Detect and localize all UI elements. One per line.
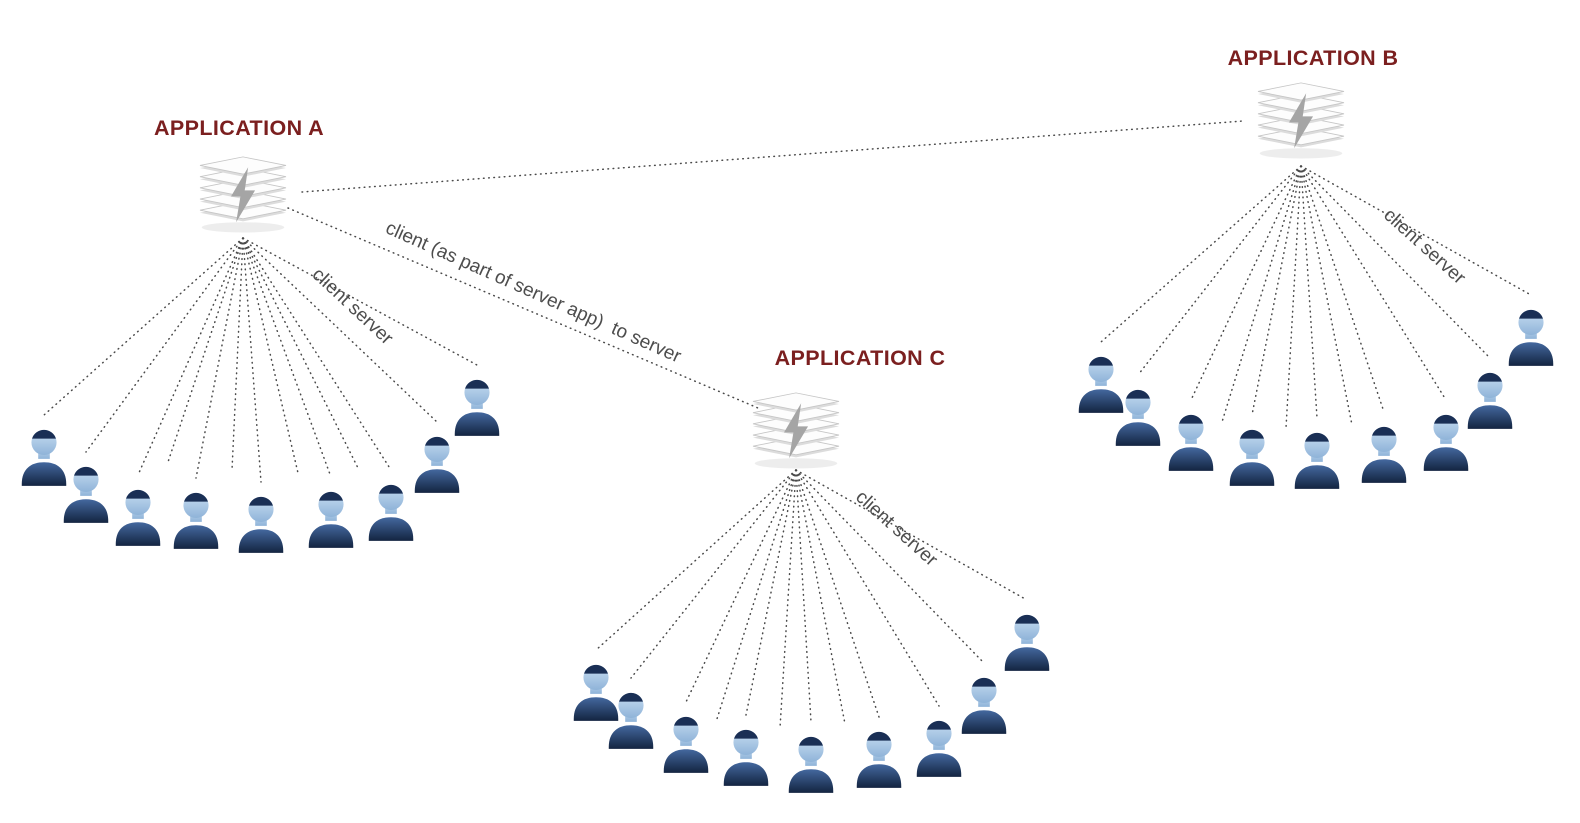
fan-line — [242, 237, 392, 471]
client-user-icon — [454, 379, 500, 436]
client-user-icon — [663, 716, 709, 773]
client-user-icon — [1423, 414, 1469, 471]
fan-line — [795, 469, 985, 664]
fan-line — [242, 237, 332, 478]
client-user-icon — [788, 736, 834, 793]
client-user-icon — [1467, 372, 1513, 429]
fan-line — [745, 469, 797, 716]
client-user-icon — [1294, 432, 1340, 489]
client-user-icon — [21, 429, 67, 486]
fan-line — [1300, 165, 1385, 413]
client-user-icon — [238, 496, 284, 553]
fan-line — [630, 469, 797, 679]
connection-a-b-line — [301, 120, 1244, 193]
fan-line — [242, 237, 299, 474]
fan-line — [685, 469, 797, 703]
server-stack-icon-app-c — [752, 392, 840, 469]
client-user-icon — [1078, 356, 1124, 413]
fan-line — [779, 469, 797, 729]
fan-line — [1300, 165, 1318, 419]
fan-line — [1300, 165, 1447, 401]
client-user-icon — [173, 492, 219, 549]
fan-line — [1285, 165, 1302, 429]
client-user-icon — [414, 436, 460, 493]
client-user-icon — [1168, 414, 1214, 471]
app-c-title: APPLICATION C — [774, 346, 946, 370]
app-a-title: APPLICATION A — [153, 116, 325, 140]
icons-layer — [21, 82, 1554, 793]
client-user-icon — [961, 677, 1007, 734]
fan-line — [1221, 165, 1302, 423]
fan-line — [795, 469, 940, 707]
fan-line — [1137, 165, 1302, 376]
fan-line — [795, 469, 812, 723]
fan-line — [1190, 165, 1302, 401]
fan-line — [242, 237, 359, 469]
client-user-icon — [115, 489, 161, 546]
client-user-icon — [1115, 389, 1161, 446]
fan-line — [1251, 165, 1302, 416]
app-b-title: APPLICATION B — [1227, 46, 1399, 70]
fan-line — [1300, 165, 1491, 359]
fan-line — [1100, 165, 1302, 343]
fan-line — [195, 237, 244, 479]
client-user-icon — [1229, 429, 1275, 486]
fan-line — [242, 237, 262, 483]
fan-line — [242, 237, 438, 423]
fan-line — [167, 237, 244, 463]
fan-line — [85, 237, 244, 453]
fan-line — [795, 469, 846, 725]
client-user-icon — [308, 491, 354, 548]
connection-a-c-line — [287, 207, 759, 409]
fan-lines-layer — [43, 165, 1532, 729]
client-user-icon — [1004, 614, 1050, 671]
fan-line — [715, 469, 797, 723]
fan-line — [595, 469, 797, 651]
fan-line — [795, 469, 880, 718]
client-user-icon — [1361, 426, 1407, 483]
client-user-icon — [1508, 309, 1554, 366]
client-user-icon — [573, 664, 619, 721]
client-user-icon — [368, 484, 414, 541]
server-stack-icon-app-b — [1257, 82, 1345, 159]
fan-line — [137, 237, 244, 476]
client-user-icon — [723, 729, 769, 786]
client-user-icon — [63, 466, 109, 523]
client-user-icon — [916, 720, 962, 777]
client-user-icon — [856, 731, 902, 788]
server-stack-icon-app-a — [199, 156, 287, 233]
fan-line — [231, 237, 244, 471]
